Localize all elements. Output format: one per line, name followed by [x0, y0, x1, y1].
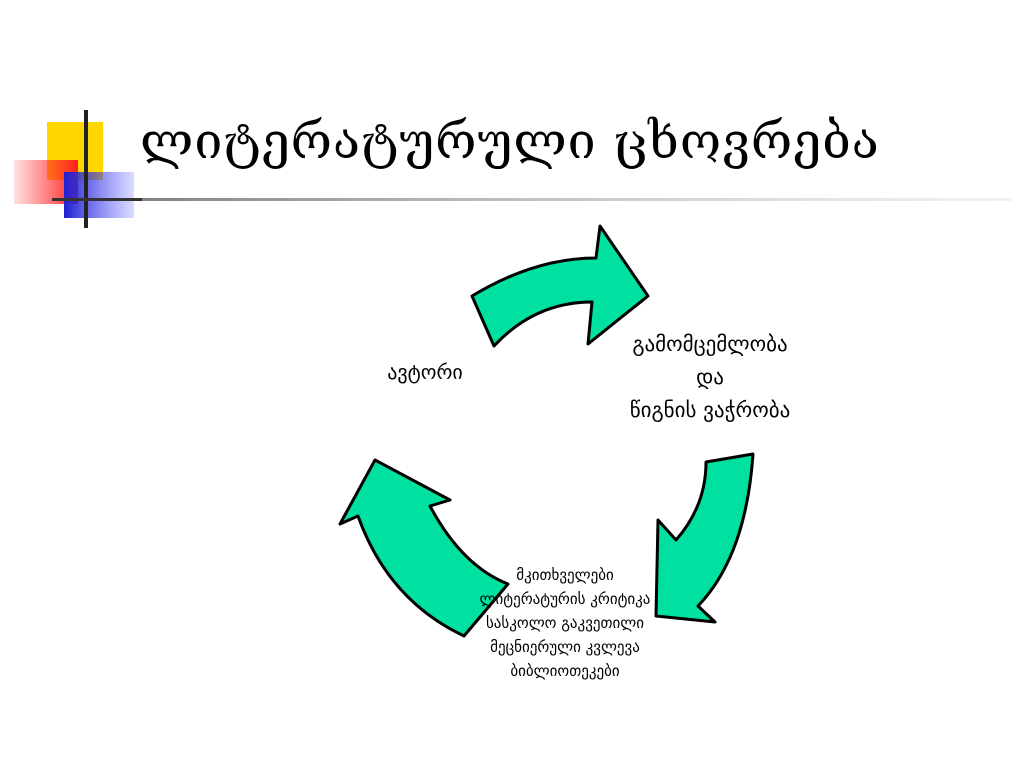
- node-author: ავტორი: [360, 360, 490, 384]
- node-author-text: ავტორი: [387, 360, 463, 384]
- title-underline: [52, 198, 1012, 201]
- arrow-top-right: [470, 224, 650, 348]
- node-publishing-line: გამომცემლობა: [632, 332, 788, 356]
- node-readers-line: სასკოლო გაკვეთილი: [485, 614, 645, 632]
- node-readers-line: მკითხველები: [516, 566, 614, 584]
- title-underline-dark: [52, 198, 142, 201]
- arrow-right-down: [654, 452, 755, 624]
- blue-square: [64, 172, 134, 218]
- arrow-bottom-left: [338, 458, 510, 638]
- node-publishing-line: წიგნის ვაჭრობა: [629, 398, 791, 422]
- node-readers-line: ბიბლიოთეკები: [510, 662, 620, 680]
- node-readers-line: მეცნიერული კვლევა: [490, 638, 640, 656]
- node-readers-line: ლიტერატურის კრიტიკა: [479, 590, 651, 608]
- slide-title: ლიტერატურული ცხოვრება: [140, 112, 880, 170]
- node-readers: მკითხველები ლიტერატურის კრიტიკა სასკოლო …: [440, 563, 690, 683]
- node-publishing-line: და: [696, 365, 724, 389]
- node-publishing: გამომცემლობა და წიგნის ვაჭრობა: [590, 328, 830, 427]
- vertical-rule: [84, 110, 88, 228]
